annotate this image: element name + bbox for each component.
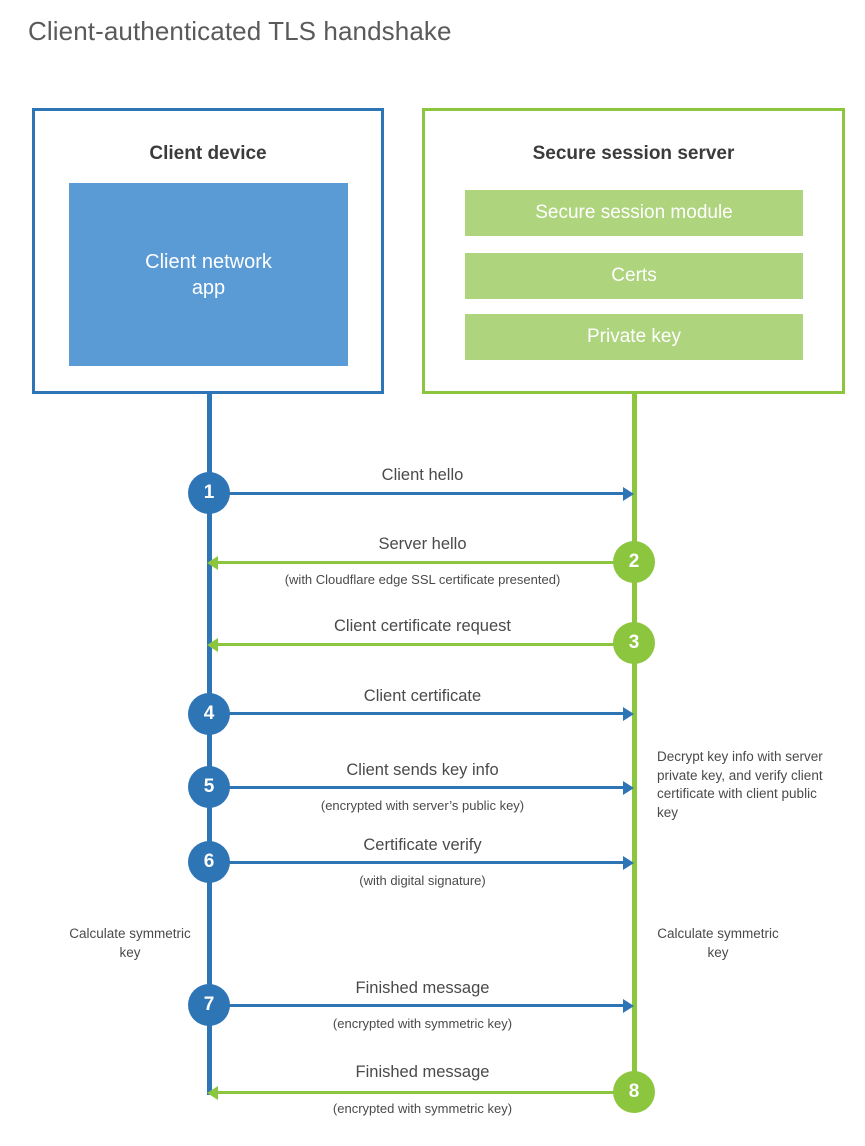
step-3-arrow-line bbox=[218, 643, 634, 646]
step-4-label: Client certificate bbox=[363, 687, 482, 705]
step-5-label: Client sends key info bbox=[346, 761, 499, 779]
step-8-arrow-head bbox=[207, 1085, 218, 1100]
client-device-title: Client device bbox=[149, 143, 267, 164]
step-3-label: Client certificate request bbox=[334, 617, 511, 635]
client-app-label-line2: app bbox=[191, 276, 226, 299]
page-title: Client-authenticated TLS handshake bbox=[28, 16, 452, 46]
step-3-badge: 3 bbox=[613, 622, 655, 664]
step-4-badge: 4 bbox=[188, 693, 230, 735]
client-lifeline bbox=[207, 393, 212, 1095]
step-2-number: 2 bbox=[628, 551, 640, 572]
step-7-arrow-head bbox=[623, 998, 634, 1013]
step-6-arrow-head bbox=[623, 855, 634, 870]
step-8-badge: 8 bbox=[613, 1071, 655, 1113]
server-lifeline bbox=[632, 393, 637, 1095]
step-8-label: Finished message bbox=[355, 1063, 490, 1081]
server-component-label: Secure session module bbox=[535, 202, 733, 223]
step-4-arrow-head bbox=[623, 706, 634, 721]
client-network-app-block: Client network app bbox=[69, 183, 348, 366]
server-component-private-key: Private key bbox=[465, 314, 803, 360]
step-8-number: 8 bbox=[628, 1081, 640, 1102]
secure-session-server-title: Secure session server bbox=[532, 143, 735, 164]
step-2-label: Server hello bbox=[378, 535, 467, 553]
step-3-number: 3 bbox=[628, 632, 640, 653]
step-5-number: 5 bbox=[203, 776, 215, 797]
step-5-arrow-line bbox=[210, 786, 626, 789]
step-1-arrow-line bbox=[210, 492, 626, 495]
step-4-number: 4 bbox=[203, 703, 215, 724]
step-5-sublabel: (encrypted with server’s public key) bbox=[320, 798, 525, 813]
step-1-badge: 1 bbox=[188, 472, 230, 514]
step-7-sublabel: (encrypted with symmetric key) bbox=[332, 1016, 513, 1031]
step-2-arrow-line bbox=[218, 561, 634, 564]
step-8-arrow-line bbox=[218, 1091, 634, 1094]
step-1-label: Client hello bbox=[381, 466, 464, 484]
step-8-sublabel: (encrypted with symmetric key) bbox=[332, 1101, 513, 1116]
step-3-arrow-head bbox=[207, 637, 218, 652]
client-app-label-line1: Client network bbox=[145, 250, 272, 273]
decrypt-key-info-note: Decrypt key info with server private key… bbox=[657, 749, 823, 820]
step-6-arrow-line bbox=[210, 861, 626, 864]
step-2-badge: 2 bbox=[613, 541, 655, 583]
step-5-badge: 5 bbox=[188, 766, 230, 808]
server-component-secure-session-module: Secure session module bbox=[465, 190, 803, 236]
calculate-symmetric-key-client-note: Calculate symmetric key bbox=[69, 926, 191, 960]
server-component-certs: Certs bbox=[465, 253, 803, 299]
step-5-arrow-head bbox=[623, 780, 634, 795]
step-7-number: 7 bbox=[203, 994, 215, 1015]
step-6-badge: 6 bbox=[188, 841, 230, 883]
step-1-arrow-head bbox=[623, 486, 634, 501]
step-6-sublabel: (with digital signature) bbox=[359, 873, 486, 888]
step-1-number: 1 bbox=[203, 482, 215, 503]
step-6-number: 6 bbox=[203, 851, 215, 872]
step-2-arrow-head bbox=[207, 555, 218, 570]
step-7-arrow-line bbox=[210, 1004, 626, 1007]
step-7-badge: 7 bbox=[188, 984, 230, 1026]
calculate-symmetric-key-server-note: Calculate symmetric key bbox=[657, 926, 779, 960]
server-component-label: Private key bbox=[587, 326, 681, 347]
step-2-sublabel: (with Cloudflare edge SSL certificate pr… bbox=[284, 572, 561, 587]
step-7-label: Finished message bbox=[355, 979, 490, 997]
server-component-label: Certs bbox=[611, 265, 657, 286]
step-6-label: Certificate verify bbox=[363, 836, 482, 854]
step-4-arrow-line bbox=[210, 712, 626, 715]
